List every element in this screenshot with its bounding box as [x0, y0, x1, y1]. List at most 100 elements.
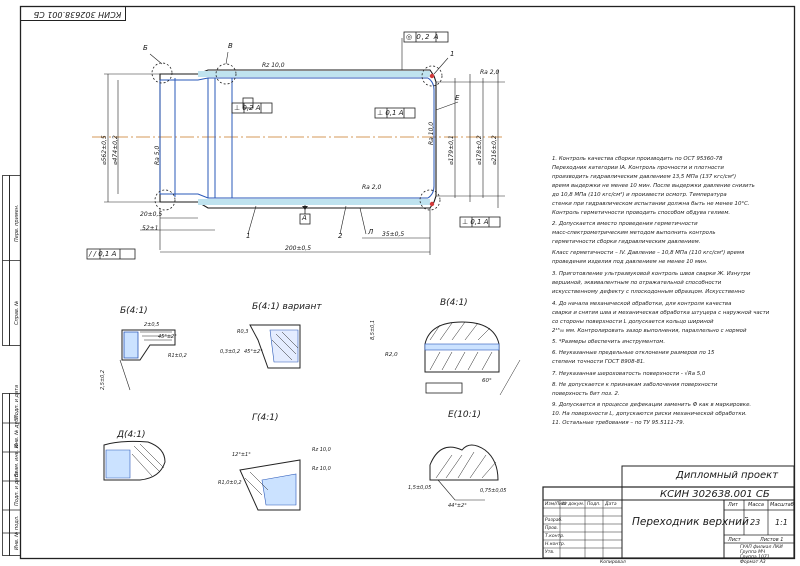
pos-2: 2	[338, 232, 343, 240]
strip-label-1: Перв. примен.	[14, 204, 20, 242]
note-line: стенки при гидравлическом испытании долж…	[552, 201, 750, 207]
note-line: поверхность бит поз. 2.	[552, 391, 620, 397]
role-razrab: Разраб.	[545, 518, 563, 523]
note-line: сварки и снятия шва и механическая обраб…	[552, 310, 770, 316]
note-line: 3. Приготовление ультразвуковой контроль…	[552, 271, 751, 277]
letter-v: В	[228, 42, 233, 50]
role-sign: Подп.	[587, 502, 601, 507]
detail-g	[239, 459, 301, 511]
tol-box-2: ⊥ 0,2 A	[234, 104, 261, 112]
note-line: до 10,8 МПа (110 кгс/см²) и произвести о…	[552, 192, 727, 198]
note-line: Переходник категории IA. Контроль прочно…	[552, 165, 724, 171]
note-line: 7. Неуказанная шероховатость поверхности…	[552, 371, 706, 377]
wall-shading-top	[198, 71, 430, 77]
main-view	[92, 38, 505, 255]
note-line: 10. На поверхности L, допускаются риски …	[552, 411, 747, 417]
letter-l: Л	[368, 228, 374, 236]
view-title-v: В(4:1)	[440, 298, 468, 308]
det-e-44: 44°±2°	[448, 503, 467, 509]
title-block	[542, 465, 795, 559]
hdr-lit: Лит	[728, 502, 738, 508]
note-line: герметичности сборки гидравлическим давл…	[552, 239, 701, 245]
dim-d562: ⌀562±0,5	[101, 135, 108, 165]
roughness-ra50: Ra 5,0	[154, 145, 161, 165]
sheet-label: Лист	[728, 537, 741, 543]
roughness-ra20-a: Ra 2,0	[480, 69, 500, 76]
dim-d179: ⌀179±0,1	[448, 135, 455, 165]
view-title-g: Г(4:1)	[252, 413, 279, 423]
tolerance-frames	[86, 31, 501, 260]
dim-200: 200±0,5	[285, 245, 312, 252]
callout-v	[215, 63, 237, 85]
strip-label-7: Инв. № подл.	[14, 515, 20, 551]
det-e-075: 0,75±0,05	[480, 488, 507, 494]
doc-code: КСИН 302638.001 СБ	[660, 489, 770, 500]
note-line: 6. Неуказанные предельные отклонения раз…	[552, 350, 715, 356]
scale-value: 1:1	[775, 518, 788, 527]
det-b-2: 2±0,5	[144, 322, 160, 328]
note-line: проведения изделия под давлением не мене…	[552, 259, 708, 265]
detail-v	[424, 321, 521, 396]
callout-d	[154, 189, 176, 211]
det-v-85: 8,5±0,1	[370, 319, 376, 340]
roughness-ra20-b: Ra 2,0	[362, 184, 382, 191]
note-line: производить гидравлическим давлением 13,…	[552, 174, 737, 180]
det-v-60: 60°	[482, 378, 492, 384]
dim-d216: ⌀216±0,2	[491, 135, 498, 165]
role-nkontr: Н.контр.	[545, 542, 566, 547]
det-g-r1: R1,0±0,2	[218, 480, 242, 486]
view-title-e: Е(10:1)	[448, 410, 481, 420]
format-label: Формат А3	[740, 560, 766, 565]
strip-label-6: Подп. и дата	[14, 471, 20, 506]
note-line: 5. *Размеры обеспечить инструментом.	[552, 339, 666, 345]
dim-20: 20±0,5	[140, 211, 163, 218]
role-prov: Пров.	[545, 526, 559, 531]
det-bv-03: 0,3±0,2	[220, 349, 241, 355]
note-line: 9. Допускается в процессе дефекации заме…	[552, 402, 752, 408]
callout-zh	[421, 65, 443, 87]
role-utv: Утв.	[545, 550, 555, 555]
note-line: вершиной, эквивалентным по отражательной…	[552, 280, 722, 286]
note-line: 11. Остальные требования – по ТУ 95.5111…	[552, 420, 685, 426]
role-doc: № докум.	[562, 502, 585, 507]
note-line: степени точности ГОСТ 8908-81.	[552, 359, 646, 365]
view-title-d: Д(4:1)	[117, 430, 146, 440]
strip-label-2: Справ. №	[14, 300, 20, 325]
det-bv-r03: R0,3	[237, 329, 249, 335]
role-tkontr: Т.контр.	[545, 534, 565, 539]
left-strip	[2, 175, 21, 556]
tol-box-3b: ⊥ 0,1 A	[462, 218, 489, 226]
letter-1-top: 1	[450, 50, 455, 58]
det-b-25: 2,5±0,2	[100, 369, 106, 390]
note-line: со стороны поверхности L допускается кол…	[552, 319, 714, 325]
top-stamp-box	[20, 6, 126, 21]
pos-1: 1	[246, 232, 251, 240]
view-title-b: Б(4:1)	[120, 306, 148, 316]
dim-d474: ⌀474±0,2	[112, 135, 119, 165]
group-1: ГУАП филиал ЛКИ	[740, 545, 783, 550]
detail-d	[103, 440, 166, 481]
note-line: 2¹⁵₀₀ мм. Контролировать зазор выполнени…	[552, 328, 747, 334]
det-b-r1: R1±0,2	[168, 353, 187, 359]
weld-mark-top	[429, 73, 435, 79]
note-line: 4. До начала механической обработки, для…	[552, 301, 732, 307]
note-line: Контроль герметичности проводить способо…	[552, 210, 731, 216]
note-line: время выдержки не менее 10 мин. После вы…	[552, 183, 755, 189]
roughness-top: Rz 10,0	[262, 62, 285, 69]
dim-d178: ⌀178±0,2	[476, 135, 483, 165]
detail-b-variant	[249, 324, 301, 369]
wall-shading-bottom	[198, 199, 430, 205]
note-line: Класс герметичности – IV. Давление – 10,…	[552, 250, 745, 256]
part-name: Переходник верхний	[632, 516, 749, 528]
hdr-mass: Масса	[748, 502, 764, 508]
detail-e	[429, 444, 499, 501]
note-line: 2. Допускается вместо проведения гермети…	[552, 221, 698, 227]
dim-52: 52±1	[142, 225, 159, 232]
letter-b: Б	[143, 44, 148, 52]
sheet-total: Листов 1	[760, 537, 784, 543]
det-b-45: 45°±2°	[158, 334, 177, 340]
det-bv-45: 45°±2°	[244, 349, 263, 355]
hdr-scale: Масштаб	[770, 502, 794, 508]
tol-box-3: ⊥ 0,1 A	[377, 109, 404, 117]
